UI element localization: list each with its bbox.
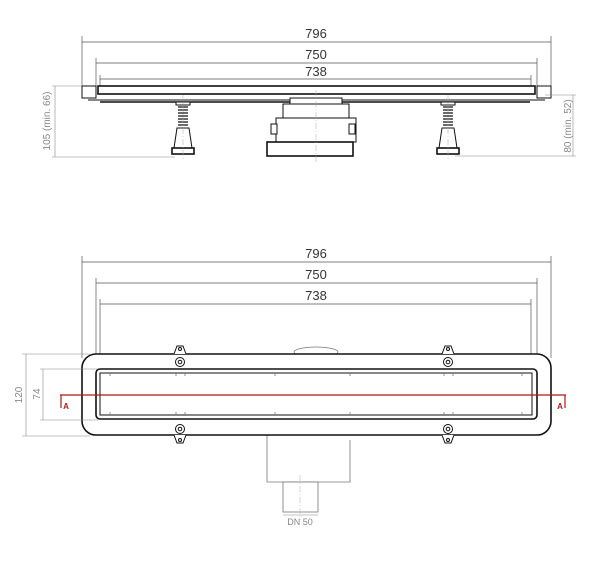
dim-label: 796 — [305, 26, 327, 41]
leveling-leg-right — [436, 95, 460, 160]
grate — [99, 372, 533, 416]
width-label: 120 — [14, 386, 25, 403]
height-label: 105 (min. 66) — [42, 92, 53, 151]
dim-750-top: 750 — [95, 47, 538, 88]
grate — [97, 85, 536, 95]
dim-label: 738 — [305, 288, 327, 303]
section-label-right: A — [557, 402, 563, 411]
dim-width-inner: 74 — [32, 368, 98, 421]
plan-view: 796 750 738 DN 50 — [14, 246, 566, 527]
mounting-lugs — [173, 345, 455, 444]
section-label-left: A — [63, 402, 69, 411]
dim-height-right: 80 (min. 52) — [455, 94, 576, 157]
leveling-leg-left — [171, 95, 195, 160]
dim-label: 750 — [305, 267, 327, 282]
height-label: 80 (min. 52) — [563, 99, 574, 152]
width-label: 74 — [32, 388, 43, 400]
dim-width-outer: 120 — [14, 353, 90, 437]
section-line: A A — [60, 394, 566, 411]
drain-body — [266, 90, 357, 162]
right-flange — [536, 85, 552, 99]
dim-label: 750 — [305, 47, 327, 62]
dim-label: 738 — [305, 64, 327, 79]
left-flange — [81, 85, 97, 99]
dim-738-top: 738 — [99, 64, 532, 88]
outlet-label: DN 50 — [287, 517, 313, 527]
dim-height-left: 105 (min. 66) — [42, 85, 175, 158]
dim-label: 796 — [305, 246, 327, 261]
dim-796-top: 796 — [81, 26, 552, 90]
side-view: 796 750 738 — [42, 26, 576, 162]
dim-796-plan: 796 — [81, 246, 552, 358]
